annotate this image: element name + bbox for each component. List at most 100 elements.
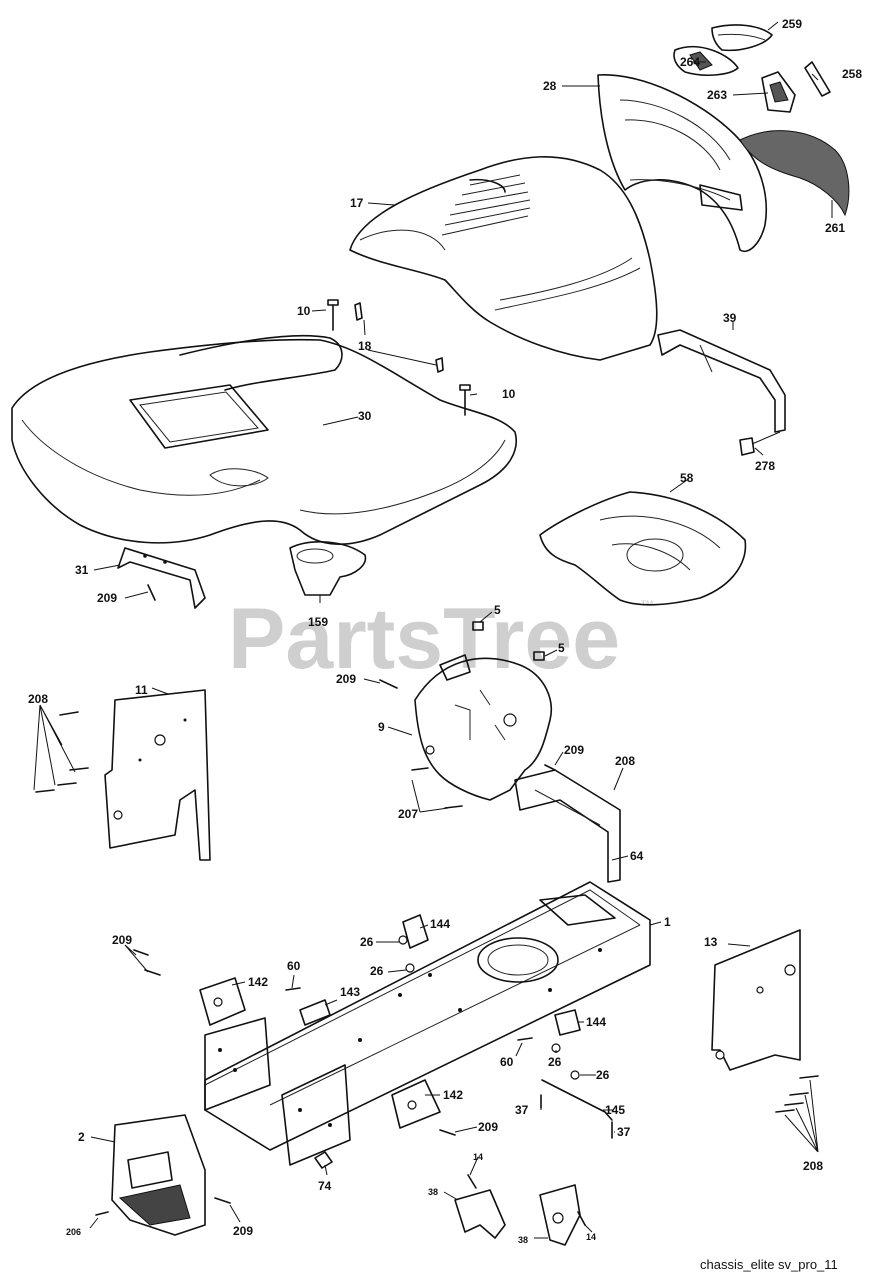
part-18-clip[interactable]	[354, 302, 444, 373]
callout-64[interactable]: 64	[630, 849, 644, 863]
callout-18[interactable]: 18	[358, 339, 372, 353]
callout-209-a[interactable]: 209	[97, 591, 117, 605]
callout-261[interactable]: 261	[825, 221, 845, 235]
callout-60-a[interactable]: 60	[287, 959, 301, 973]
part-58-shroud[interactable]	[539, 491, 747, 606]
part-30-fender[interactable]	[11, 334, 517, 545]
callout-38-b[interactable]: 38	[518, 1235, 528, 1245]
part-143-bracket[interactable]	[299, 999, 331, 1026]
part-264-headlight-housing[interactable]	[673, 45, 739, 77]
part-26-nuts[interactable]	[398, 935, 580, 1080]
callout-208-b[interactable]: 208	[615, 754, 635, 768]
callout-13[interactable]: 13	[704, 935, 718, 949]
part-263-headlight-housing[interactable]	[761, 71, 796, 113]
callout-5-a[interactable]: 5	[494, 603, 501, 617]
callout-28[interactable]: 28	[543, 79, 557, 93]
part-207-bolts[interactable]	[411, 767, 463, 809]
callout-74[interactable]: 74	[318, 1179, 332, 1193]
callout-37-a[interactable]: 37	[515, 1103, 529, 1117]
callout-2[interactable]: 2	[78, 1130, 85, 1144]
part-208-bolts-right[interactable]	[775, 1075, 819, 1113]
frame-rail-left[interactable]	[204, 1017, 271, 1111]
callout-208-c[interactable]: 208	[803, 1159, 823, 1173]
part-159-cup-holder[interactable]	[289, 541, 367, 596]
callout-60-b[interactable]: 60	[500, 1055, 514, 1069]
callout-5-b[interactable]: 5	[558, 641, 565, 655]
callout-10-b[interactable]: 10	[502, 387, 516, 401]
callout-209-d[interactable]: 209	[112, 933, 132, 947]
callout-209-e[interactable]: 209	[478, 1120, 498, 1134]
part-206-bolt[interactable]	[95, 1211, 109, 1216]
callout-264[interactable]: 264	[680, 55, 700, 69]
part-208-bolts-left[interactable]	[35, 711, 89, 793]
part-10-bolt-b[interactable]	[459, 384, 471, 416]
callout-145[interactable]: 145	[605, 1103, 625, 1117]
part-31-bracket[interactable]	[117, 547, 206, 609]
part-11-side-plate[interactable]	[104, 689, 211, 861]
part-258-lens[interactable]	[804, 61, 831, 97]
callout-144-b[interactable]: 144	[586, 1015, 606, 1029]
part-5-screws[interactable]	[472, 621, 545, 661]
part-14-bolts[interactable]	[467, 1174, 586, 1226]
part-13-side-plate[interactable]	[711, 929, 801, 1071]
callout-1[interactable]: 1	[664, 915, 671, 929]
part-1-main-frame[interactable]	[204, 881, 651, 1151]
callout-26-d[interactable]: 26	[596, 1068, 610, 1082]
part-39-bracket[interactable]	[657, 329, 786, 433]
callout-26-b[interactable]: 26	[370, 964, 384, 978]
callout-17[interactable]: 17	[350, 196, 364, 210]
part-38-bracket-a[interactable]	[454, 1189, 506, 1239]
callout-10-a[interactable]: 10	[297, 304, 311, 318]
callout-208-a[interactable]: 208	[28, 692, 48, 706]
callout-9[interactable]: 9	[378, 720, 385, 734]
part-142-bracket-b[interactable]	[391, 1079, 441, 1129]
callout-labels: 259 264 258 28 263 17 261 10 18 39 10 30…	[28, 17, 862, 1245]
callout-258[interactable]: 258	[842, 67, 862, 81]
part-142-bracket-a[interactable]	[199, 977, 246, 1026]
callout-143[interactable]: 143	[340, 985, 360, 999]
part-9-dash-panel[interactable]	[414, 654, 552, 801]
part-144-bracket-a[interactable]	[402, 914, 429, 949]
diagram-caption: chassis_elite sv_pro_11	[700, 1257, 838, 1272]
callout-58[interactable]: 58	[680, 471, 694, 485]
callout-38-a[interactable]: 38	[428, 1187, 438, 1197]
callout-11[interactable]: 11	[135, 683, 148, 697]
callout-31[interactable]: 31	[75, 563, 89, 577]
callout-159[interactable]: 159	[308, 615, 328, 629]
callout-14-a[interactable]: 14	[473, 1152, 483, 1162]
part-2-front-plate[interactable]	[111, 1114, 206, 1236]
callout-39[interactable]: 39	[723, 311, 737, 325]
part-17-hood[interactable]	[349, 156, 658, 361]
callout-26-c[interactable]: 26	[548, 1055, 562, 1069]
callout-209-b[interactable]: 209	[336, 672, 356, 686]
part-145-rod[interactable]	[541, 1079, 613, 1121]
callout-207[interactable]: 207	[398, 807, 418, 821]
callout-37-b[interactable]: 37	[617, 1125, 631, 1139]
callout-263[interactable]: 263	[707, 88, 727, 102]
callout-142-b[interactable]: 142	[443, 1088, 463, 1102]
callout-30[interactable]: 30	[358, 409, 372, 423]
callout-209-f[interactable]: 209	[233, 1224, 253, 1238]
callout-209-c[interactable]: 209	[564, 743, 584, 757]
callout-14-b[interactable]: 14	[586, 1232, 596, 1242]
callout-26-a[interactable]: 26	[360, 935, 374, 949]
part-38-bracket-b[interactable]	[539, 1184, 581, 1246]
part-259-lens[interactable]	[711, 24, 773, 52]
callout-206[interactable]: 206	[66, 1227, 81, 1237]
part-10-bolt-a[interactable]	[327, 299, 339, 331]
part-261-grille-screen[interactable]	[739, 130, 850, 217]
part-74-nut[interactable]	[314, 1151, 333, 1169]
callout-259[interactable]: 259	[782, 17, 802, 31]
part-60-bolts[interactable]	[285, 987, 533, 1041]
callout-142-a[interactable]: 142	[248, 975, 268, 989]
callout-278[interactable]: 278	[755, 459, 775, 473]
part-37-bolts[interactable]	[540, 1094, 613, 1139]
part-209-bolts[interactable]	[133, 584, 556, 1204]
part-28-grille[interactable]	[597, 74, 768, 252]
part-278-bolt[interactable]	[739, 431, 781, 456]
part-144-bracket-b[interactable]	[554, 1009, 581, 1036]
part-64-panel[interactable]	[514, 769, 621, 883]
callout-144-a[interactable]: 144	[430, 917, 450, 931]
frame-rail-right[interactable]	[281, 1064, 351, 1166]
